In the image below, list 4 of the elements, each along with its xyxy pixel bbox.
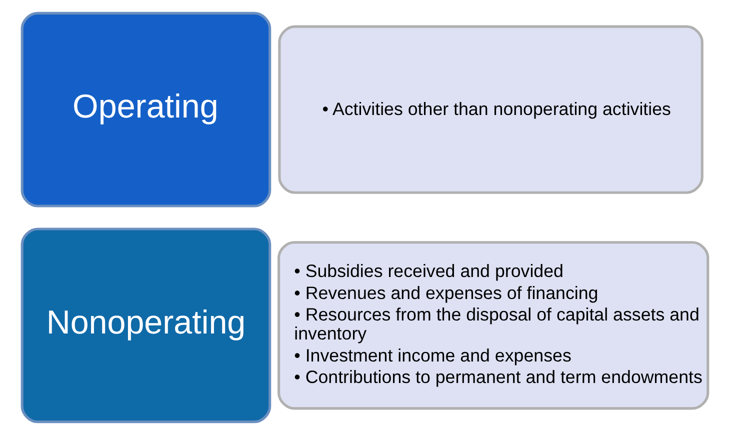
node-box: • Activities other than nonoperating activities	[278, 25, 703, 194]
node-box: Nonoperating	[20, 228, 271, 424]
node-box: • Subsidies received and provided • Revenues and expenses of financing • Resources from the disposal of capital assets and inventory • Investment income and expenses • Contributions to permanent and term endowments	[277, 241, 709, 410]
node-box: Operating	[20, 12, 271, 208]
